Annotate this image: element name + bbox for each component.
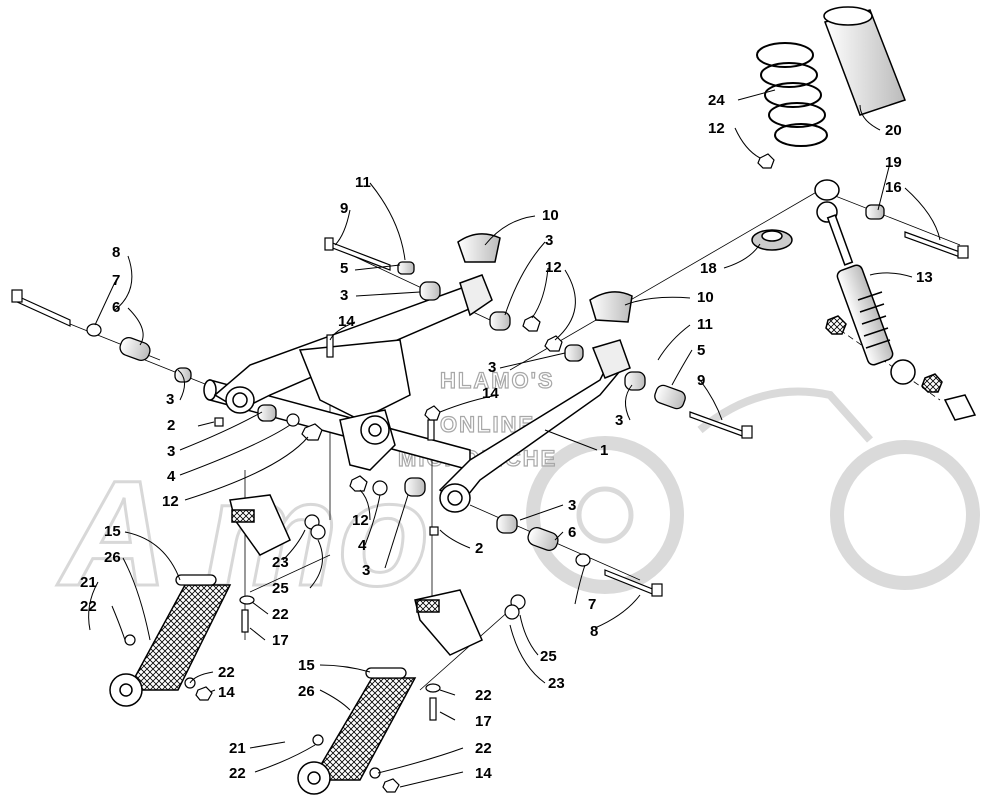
callout-17: 17 bbox=[475, 713, 492, 730]
callout-2: 2 bbox=[475, 540, 483, 557]
coil-spring bbox=[756, 42, 828, 147]
callout-5: 5 bbox=[340, 260, 348, 277]
watermark-logo: A mo bbox=[55, 387, 980, 619]
callout-14: 14 bbox=[338, 313, 355, 330]
shock-absorber bbox=[814, 179, 977, 421]
callout-23: 23 bbox=[548, 675, 565, 692]
callout-24: 24 bbox=[708, 92, 725, 109]
callout-19: 19 bbox=[885, 154, 902, 171]
callout-22: 22 bbox=[475, 740, 492, 757]
callout-23: 23 bbox=[272, 554, 289, 571]
callout-6: 6 bbox=[568, 524, 576, 541]
callout-11: 11 bbox=[697, 316, 713, 333]
callout-4: 4 bbox=[167, 468, 176, 485]
callout-3: 3 bbox=[615, 412, 623, 429]
callout-25: 25 bbox=[272, 580, 289, 597]
callout-26: 26 bbox=[104, 549, 121, 566]
callout-3: 3 bbox=[167, 443, 175, 460]
callout-22: 22 bbox=[272, 606, 289, 623]
callout-6: 6 bbox=[112, 299, 120, 316]
watermark-line-1: HLAMO'S bbox=[440, 368, 555, 393]
callout-7: 7 bbox=[112, 272, 120, 289]
spring-retainer bbox=[751, 229, 793, 251]
watermark-logo-text: A mo bbox=[56, 449, 429, 617]
callout-3: 3 bbox=[340, 287, 348, 304]
callout-3: 3 bbox=[362, 562, 370, 579]
callout-18: 18 bbox=[700, 260, 717, 277]
leader-lines bbox=[88, 89, 941, 788]
callout-1: 1 bbox=[600, 442, 608, 459]
callout-12: 12 bbox=[708, 120, 725, 137]
callouts: 8 7 6 3 2 3 4 12 11 9 5 3 14 10 3 12 10 … bbox=[80, 92, 933, 782]
callout-22: 22 bbox=[218, 664, 235, 681]
callout-11: 11 bbox=[355, 174, 371, 191]
footrests bbox=[109, 584, 417, 795]
callout-9: 9 bbox=[697, 372, 705, 389]
rubber-blocks bbox=[457, 233, 633, 323]
callout-22: 22 bbox=[475, 687, 492, 704]
callout-2: 2 bbox=[167, 417, 175, 434]
callout-26: 26 bbox=[298, 683, 315, 700]
callout-14: 14 bbox=[218, 684, 235, 701]
center-pivot-bracket bbox=[339, 409, 396, 471]
shock-boot bbox=[823, 6, 906, 116]
callout-15: 15 bbox=[298, 657, 315, 674]
callout-21: 21 bbox=[80, 574, 97, 591]
callout-3: 3 bbox=[545, 232, 553, 249]
callout-4: 4 bbox=[358, 537, 367, 554]
callout-5: 5 bbox=[697, 342, 705, 359]
callout-22: 22 bbox=[80, 598, 97, 615]
callout-15: 15 bbox=[104, 523, 121, 540]
footrest-pins bbox=[175, 574, 407, 679]
callout-16: 16 bbox=[885, 179, 902, 196]
watermark-wheel-rear bbox=[830, 440, 980, 590]
callout-20: 20 bbox=[885, 122, 902, 139]
callout-3: 3 bbox=[488, 359, 496, 376]
right-suspension-arm bbox=[438, 339, 631, 513]
callout-21: 21 bbox=[229, 740, 246, 757]
callout-10: 10 bbox=[697, 289, 714, 306]
callout-10: 10 bbox=[542, 207, 559, 224]
bushings bbox=[119, 204, 885, 551]
callout-3: 3 bbox=[568, 497, 576, 514]
callout-3: 3 bbox=[166, 391, 174, 408]
callout-8: 8 bbox=[590, 623, 598, 640]
callout-25: 25 bbox=[540, 648, 557, 665]
bolts bbox=[11, 231, 969, 721]
callout-12: 12 bbox=[162, 493, 179, 510]
callout-12: 12 bbox=[352, 512, 369, 529]
left-suspension-arm bbox=[213, 274, 493, 421]
callout-9: 9 bbox=[340, 200, 348, 217]
callout-12: 12 bbox=[545, 259, 562, 276]
callout-7: 7 bbox=[588, 596, 596, 613]
callout-14: 14 bbox=[475, 765, 492, 782]
callout-8: 8 bbox=[112, 244, 120, 261]
nuts-washers bbox=[86, 153, 775, 793]
callout-13: 13 bbox=[916, 269, 933, 286]
callout-22: 22 bbox=[229, 765, 246, 782]
lower-brackets bbox=[229, 494, 483, 656]
callout-14: 14 bbox=[482, 385, 499, 402]
callout-17: 17 bbox=[272, 632, 289, 649]
